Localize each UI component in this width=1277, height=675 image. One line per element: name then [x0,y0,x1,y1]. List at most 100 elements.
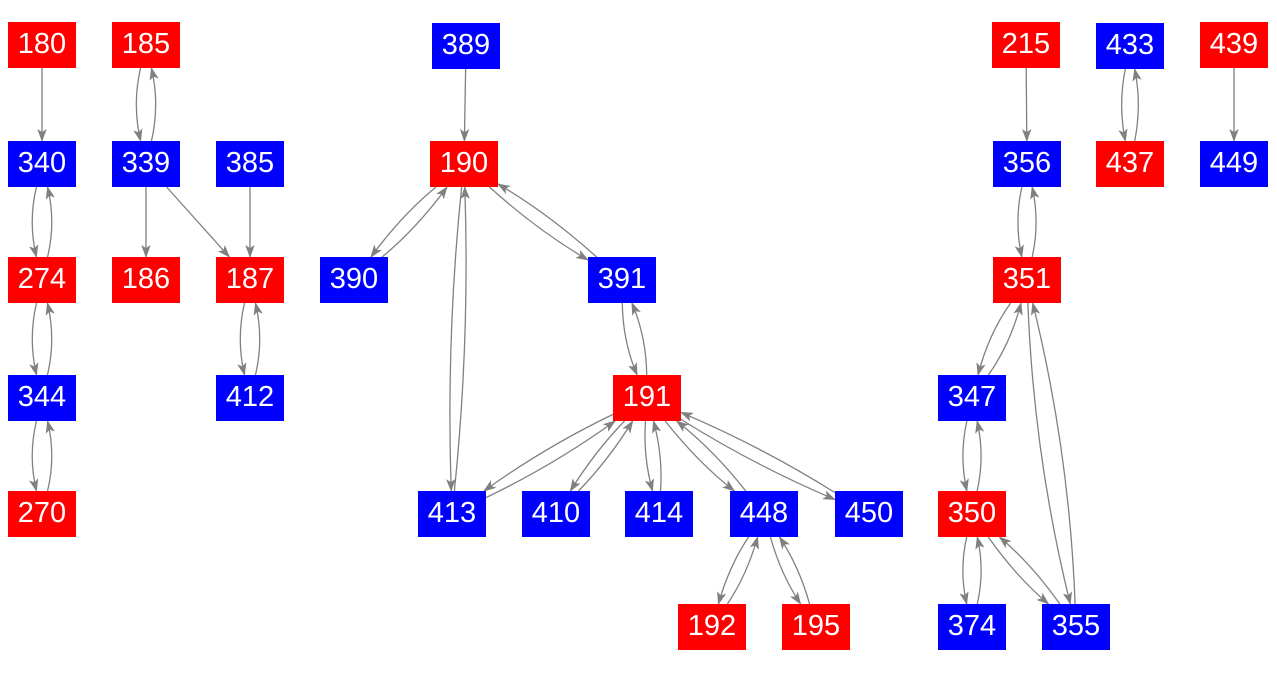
graph-edge-191-to-391 [631,302,648,376]
graph-node-215[interactable]: 215 [992,22,1060,68]
graph-edge-355-to-351 [1031,301,1076,605]
graph-node-449[interactable]: 449 [1200,141,1268,187]
graph-edge-413-to-190 [453,185,470,492]
graph-node-label: 449 [1209,146,1259,179]
graph-edge-391-to-190 [497,183,597,258]
graph-node-label: 389 [441,28,491,61]
graph-edge-190-to-390 [370,186,437,258]
graph-edge-350-to-347 [975,419,985,492]
graph-node-340[interactable]: 340 [8,141,76,187]
graph-edge-437-to-433 [1132,67,1142,142]
graph-node-450[interactable]: 450 [835,491,903,537]
graph-node-label: 413 [427,496,477,529]
graph-node-label: 187 [225,262,275,295]
graph-node-label: 180 [17,27,67,60]
graph-node-label: 351 [1002,262,1052,295]
graph-node-label: 185 [121,27,171,60]
graph-edge-339-to-187 [166,186,231,258]
graph-edge-414-to-191 [652,419,662,492]
graph-edge-351-to-356 [1030,185,1040,258]
graph-node-label: 195 [791,609,841,642]
graph-node-192[interactable]: 192 [678,604,746,650]
graph-node-label: 192 [687,609,737,642]
graph-node-187[interactable]: 187 [216,257,284,303]
graph-node-350[interactable]: 350 [938,491,1006,537]
graph-node-label: 339 [121,146,171,179]
graph-edge-355-to-350 [998,536,1061,605]
graph-node-390[interactable]: 390 [320,257,388,303]
graph-node-label: 410 [531,496,581,529]
graph-node-413[interactable]: 413 [418,491,486,537]
graph-edge-412-to-187 [253,301,263,376]
graph-edge-448-to-195 [769,536,802,605]
graph-node-385[interactable]: 385 [216,141,284,187]
graph-edge-192-to-448 [726,535,759,605]
graph-edge-191-to-448 [664,420,736,492]
graph-node-439[interactable]: 439 [1200,22,1268,68]
graph-node-448[interactable]: 448 [730,491,798,537]
graph-node-185[interactable]: 185 [112,22,180,68]
graph-node-label: 355 [1051,609,1101,642]
graph-edge-187-to-412 [237,302,247,377]
graph-edge-195-to-448 [778,536,811,605]
graph-node-339[interactable]: 339 [112,141,180,187]
graph-node-389[interactable]: 389 [432,23,500,69]
graph-edge-413-to-191 [485,420,616,499]
graph-node-347[interactable]: 347 [938,375,1006,421]
graph-node-437[interactable]: 437 [1096,141,1164,187]
graph-edge-433-to-437 [1118,68,1128,143]
graph-edge-274-to-340 [45,185,55,258]
graph-node-label: 215 [1001,27,1051,60]
graph-node-label: 374 [947,609,997,642]
graph-node-label: 390 [329,262,379,295]
graph-node-274[interactable]: 274 [8,257,76,303]
graph-node-351[interactable]: 351 [993,257,1061,303]
graph-node-190[interactable]: 190 [430,141,498,187]
graph-edge-339-to-185 [149,66,159,142]
graph-node-412[interactable]: 412 [216,375,284,421]
graph-node-344[interactable]: 344 [8,375,76,421]
graph-node-433[interactable]: 433 [1096,23,1164,69]
graph-node-label: 433 [1105,28,1155,61]
graph-edge-215-to-356 [1022,67,1032,143]
graph-edge-191-to-410 [569,420,626,492]
graph-node-label: 437 [1105,146,1155,179]
graph-node-label: 450 [844,496,894,529]
graph-edge-410-to-191 [577,420,634,492]
graph-edge-191-to-413 [483,413,614,492]
graph-node-180[interactable]: 180 [8,22,76,68]
graph-node-label: 414 [634,496,684,529]
graph-node-270[interactable]: 270 [8,491,76,537]
graph-node-195[interactable]: 195 [782,604,850,650]
graph-edge-390-to-190 [381,186,448,258]
graph-edge-351-to-355 [1027,302,1072,606]
graph-node-label: 448 [739,496,789,529]
graph-edge-344-to-274 [45,301,55,376]
graph-edge-274-to-344 [29,302,39,377]
graph-node-label: 190 [439,146,489,179]
graph-node-186[interactable]: 186 [112,257,180,303]
graph-node-191[interactable]: 191 [613,375,681,421]
graph-edge-347-to-350 [959,420,969,493]
graph-edge-344-to-270 [29,420,39,493]
graph-node-label: 356 [1002,146,1052,179]
graph-node-label: 270 [17,496,67,529]
graph-node-label: 344 [17,380,67,413]
graph-node-374[interactable]: 374 [938,604,1006,650]
graph-node-410[interactable]: 410 [522,491,590,537]
graph-edge-351-to-347 [976,302,1012,377]
graph-node-label: 347 [947,380,997,413]
graph-node-414[interactable]: 414 [625,491,693,537]
graph-edge-374-to-350 [975,535,985,605]
graph-node-label: 412 [225,380,275,413]
graph-node-356[interactable]: 356 [993,141,1061,187]
graph-edge-191-to-450 [680,418,836,501]
graph-node-label: 186 [121,262,171,295]
graph-node-355[interactable]: 355 [1042,604,1110,650]
graph-edge-448-to-192 [717,536,750,606]
graph-edge-448-to-191 [675,420,747,492]
graph-edge-191-to-414 [644,420,654,493]
graph-node-391[interactable]: 391 [588,257,656,303]
graph-edge-350-to-374 [959,536,969,606]
